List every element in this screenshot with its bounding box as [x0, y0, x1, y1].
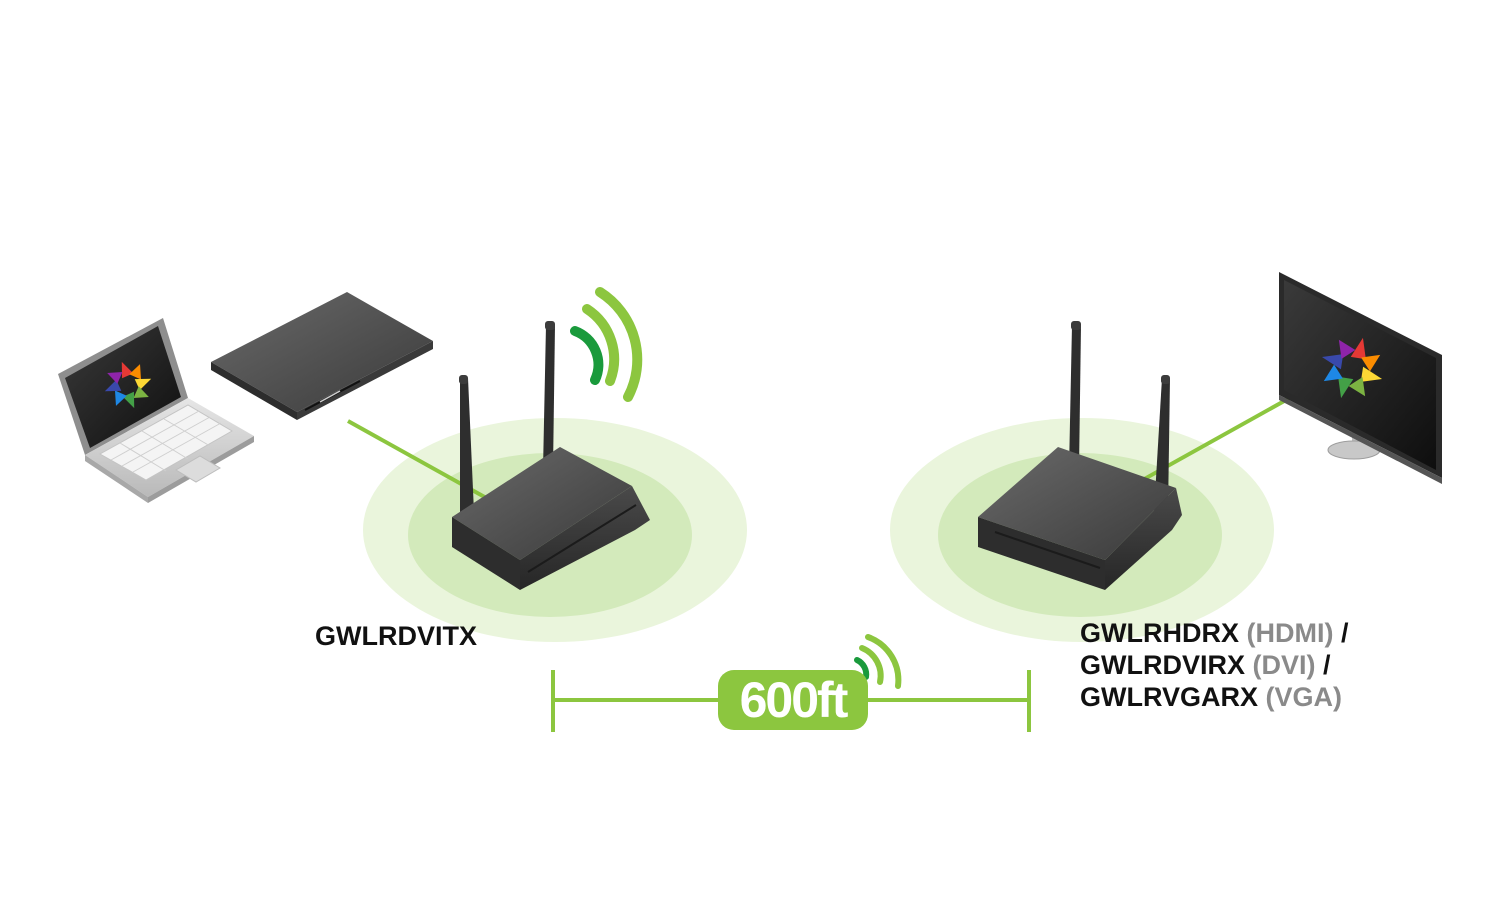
laptop-icon — [58, 318, 254, 503]
receiver-line-hdmi: GWLRHDRX (HDMI) / — [1080, 617, 1349, 649]
transmitter-label: GWLRDVITX — [315, 621, 477, 651]
receiver-line-vga: GWLRVGARX (VGA) — [1080, 681, 1349, 713]
distance-range-bar — [551, 670, 1031, 732]
receiver-interface: (VGA) — [1265, 682, 1343, 712]
receiver-separator: / — [1333, 618, 1349, 648]
badge-wifi-signal-icon — [854, 634, 902, 689]
logo-icon — [104, 361, 152, 409]
logo-icon — [1321, 337, 1383, 399]
receiver-model: GWLRVGARX — [1080, 682, 1259, 712]
receiver-router-icon — [978, 321, 1182, 590]
receiver-line-dvi: GWLRDVIRX (DVI) / — [1080, 649, 1349, 681]
transmitter-router-icon — [452, 321, 650, 590]
wifi-signal-icon — [570, 287, 643, 402]
monitor-icon — [1279, 272, 1442, 484]
receiver-interface: (DVI) — [1252, 650, 1316, 680]
receiver-model: GWLRHDRX — [1080, 618, 1239, 648]
receiver-model: GWLRDVIRX — [1080, 650, 1245, 680]
receiver-separator: / — [1315, 650, 1331, 680]
media-player-icon — [211, 292, 433, 420]
distance-badge: 600ft — [718, 670, 868, 730]
receiver-label-block: GWLRHDRX (HDMI) / GWLRDVIRX (DVI) / GWLR… — [1080, 617, 1349, 713]
receiver-interface: (HDMI) — [1246, 618, 1334, 648]
